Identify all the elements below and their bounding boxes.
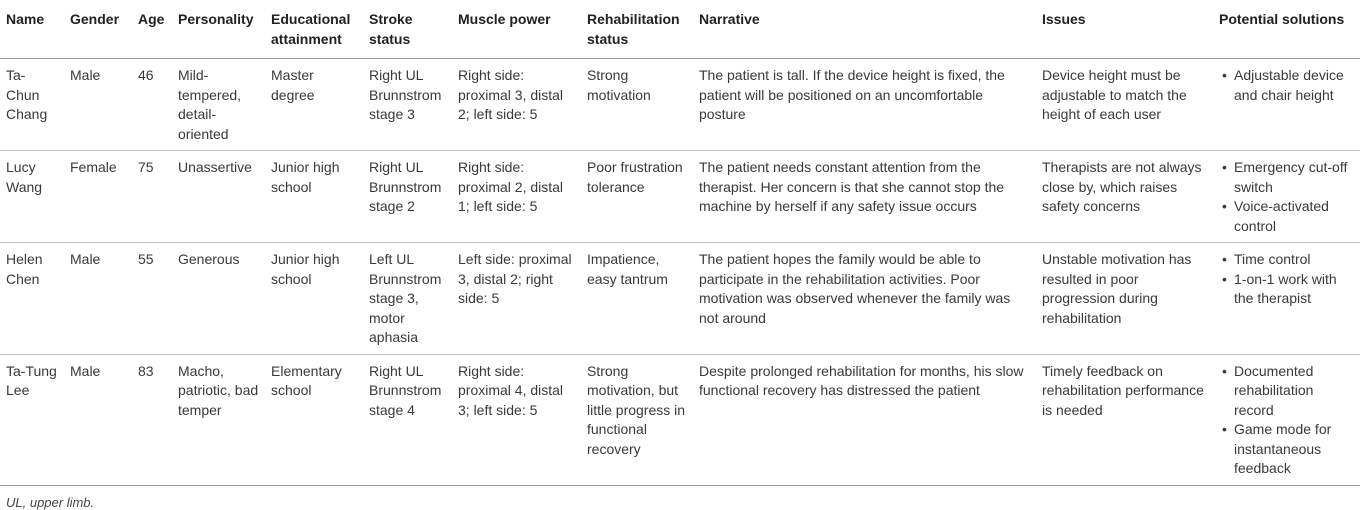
cell-education: Junior high school (265, 242, 363, 355)
col-header-education: Educational attainment (265, 0, 363, 59)
table-row: Ta-Tung Lee Male 83 Macho, patriotic, ba… (0, 354, 1360, 486)
cell-rehab: Strong motivation, but little progress i… (581, 354, 693, 486)
patient-table: Name Gender Age Personality Educational … (0, 0, 1360, 486)
table-row: Helen Chen Male 55 Generous Junior high … (0, 242, 1360, 355)
cell-stroke: Right UL Brunnstrom stage 2 (363, 150, 452, 243)
table-row: Ta-Chun Chang Male 46 Mild-tempered, det… (0, 58, 1360, 151)
cell-stroke: Right UL Brunnstrom stage 4 (363, 354, 452, 486)
cell-gender: Male (64, 58, 132, 151)
cell-age: 55 (132, 242, 172, 355)
cell-solutions: Documented rehabilitation record Game mo… (1213, 354, 1360, 486)
col-header-rehab: Rehabilitation status (581, 0, 693, 59)
col-header-muscle: Muscle power (452, 0, 581, 59)
solution-item: Documented rehabilitation record (1219, 362, 1354, 421)
col-header-narrative: Narrative (693, 0, 1036, 59)
col-header-solutions: Potential solutions (1213, 0, 1360, 59)
col-header-gender: Gender (64, 0, 132, 59)
solution-item: Adjustable device and chair height (1219, 66, 1354, 105)
cell-muscle: Right side: proximal 4, distal 3; left s… (452, 354, 581, 486)
solution-item: Time control (1219, 250, 1354, 270)
cell-narrative: The patient is tall. If the device heigh… (693, 58, 1036, 151)
cell-age: 83 (132, 354, 172, 486)
solution-item: Game mode for instantaneous feedback (1219, 420, 1354, 479)
col-header-stroke: Stroke status (363, 0, 452, 59)
cell-stroke: Right UL Brunnstrom stage 3 (363, 58, 452, 151)
cell-education: Master degree (265, 58, 363, 151)
cell-name: Helen Chen (0, 242, 64, 355)
col-header-personality: Personality (172, 0, 265, 59)
cell-issues: Timely feedback on rehabilitation perfor… (1036, 354, 1213, 486)
solutions-list: Time control 1-on-1 work with the therap… (1219, 250, 1354, 309)
cell-gender: Male (64, 354, 132, 486)
solution-item: Voice-activated control (1219, 197, 1354, 236)
cell-gender: Male (64, 242, 132, 355)
solutions-list: Documented rehabilitation record Game mo… (1219, 362, 1354, 479)
solutions-list: Adjustable device and chair height (1219, 66, 1354, 105)
cell-age: 75 (132, 150, 172, 243)
col-header-age: Age (132, 0, 172, 59)
cell-solutions: Adjustable device and chair height (1213, 58, 1360, 151)
cell-personality: Generous (172, 242, 265, 355)
cell-muscle: Right side: proximal 3, distal 2; left s… (452, 58, 581, 151)
solution-item: 1-on-1 work with the therapist (1219, 270, 1354, 309)
cell-issues: Therapists are not always close by, whic… (1036, 150, 1213, 243)
cell-stroke: Left UL Brunnstrom stage 3, motor aphasi… (363, 242, 452, 355)
cell-personality: Mild-tempered, detail-oriented (172, 58, 265, 151)
cell-solutions: Time control 1-on-1 work with the therap… (1213, 242, 1360, 355)
header-row: Name Gender Age Personality Educational … (0, 0, 1360, 59)
cell-narrative: The patient needs constant attention fro… (693, 150, 1036, 243)
cell-age: 46 (132, 58, 172, 151)
table-row: Lucy Wang Female 75 Unassertive Junior h… (0, 150, 1360, 243)
cell-narrative: The patient hopes the family would be ab… (693, 242, 1036, 355)
cell-name: Ta-Chun Chang (0, 58, 64, 151)
cell-muscle: Left side: proximal 3, distal 2; right s… (452, 242, 581, 355)
cell-issues: Unstable motivation has resulted in poor… (1036, 242, 1213, 355)
cell-solutions: Emergency cut-off switch Voice-activated… (1213, 150, 1360, 243)
cell-rehab: Strong motivation (581, 58, 693, 151)
cell-issues: Device height must be adjustable to matc… (1036, 58, 1213, 151)
table-footnote: UL, upper limb. (6, 494, 95, 510)
cell-muscle: Right side: proximal 2, distal 1; left s… (452, 150, 581, 243)
cell-rehab: Impatience, easy tantrum (581, 242, 693, 355)
solution-item: Emergency cut-off switch (1219, 158, 1354, 197)
solutions-list: Emergency cut-off switch Voice-activated… (1219, 158, 1354, 236)
cell-name: Ta-Tung Lee (0, 354, 64, 486)
col-header-issues: Issues (1036, 0, 1213, 59)
cell-rehab: Poor frustration tolerance (581, 150, 693, 243)
cell-name: Lucy Wang (0, 150, 64, 243)
col-header-name: Name (0, 0, 64, 59)
cell-personality: Unassertive (172, 150, 265, 243)
cell-education: Elementary school (265, 354, 363, 486)
cell-gender: Female (64, 150, 132, 243)
cell-narrative: Despite prolonged rehabilitation for mon… (693, 354, 1036, 486)
cell-education: Junior high school (265, 150, 363, 243)
cell-personality: Macho, patriotic, bad temper (172, 354, 265, 486)
